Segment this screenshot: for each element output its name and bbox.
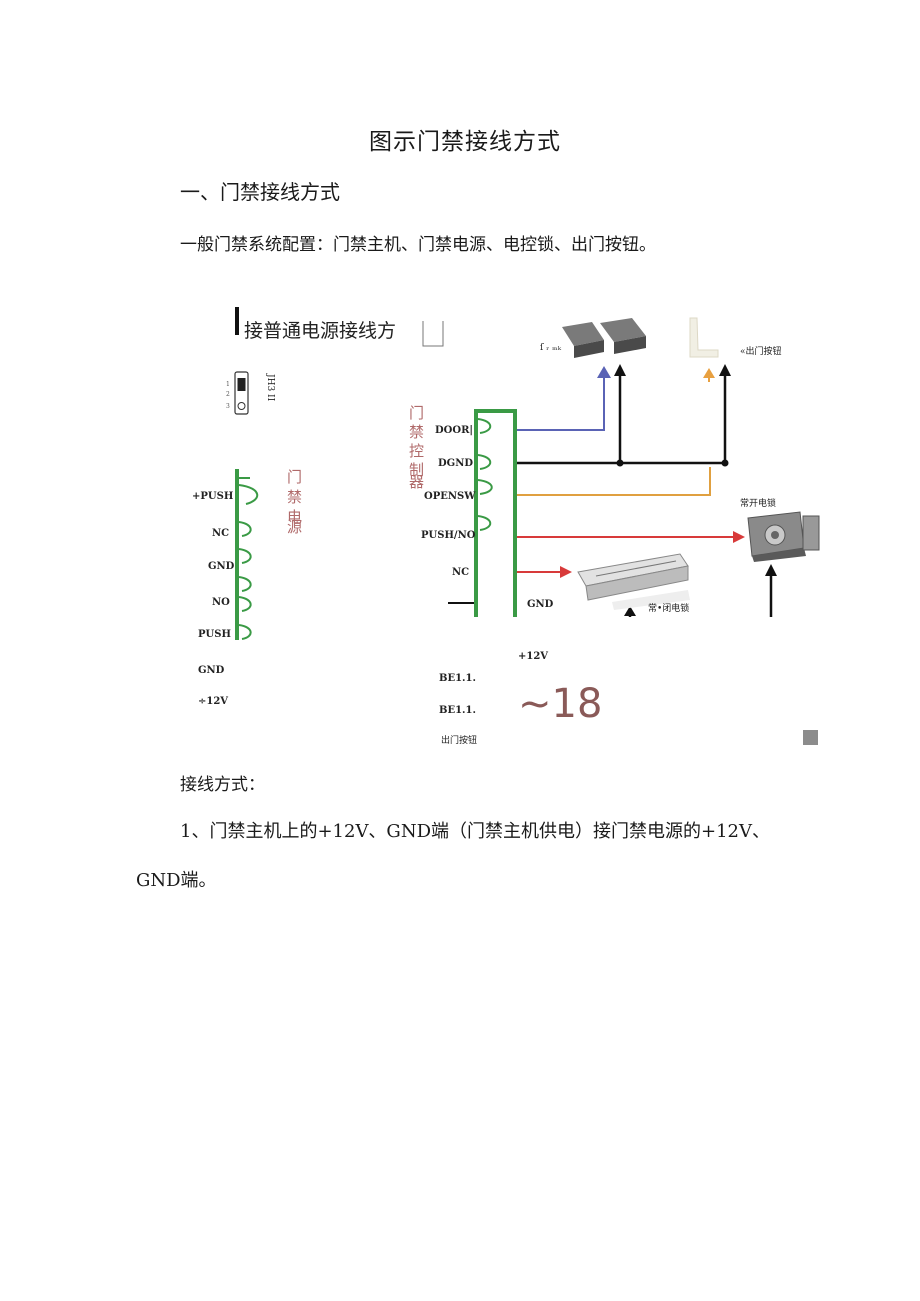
step1-line2: GND端。 — [136, 870, 217, 891]
power-supply-label: 门 禁 电 源 — [287, 468, 307, 536]
corner-square-icon — [803, 730, 818, 745]
power-terminal-bar — [235, 469, 239, 640]
power-terminal-gnd: GND — [208, 561, 235, 572]
svg-text:3: 3 — [226, 403, 230, 410]
svg-text:1: 1 — [226, 381, 230, 388]
subtitle-bar-left — [235, 307, 239, 335]
power-terminal-nc: NC — [212, 528, 229, 539]
controller-terminal-door: DOOR| — [435, 425, 473, 436]
controller-label-5: 器 — [409, 473, 424, 491]
power-terminal-hooks — [238, 484, 259, 640]
controller-terminal-nc: NC — [452, 567, 469, 578]
wiring-heading: 接线方式： — [180, 775, 265, 795]
controller-terminal-bar-left — [474, 409, 478, 617]
open-switch-wire — [517, 467, 711, 496]
label-be-1: BE1.1. — [439, 673, 476, 684]
controller-label-4: 制 — [409, 461, 424, 479]
exit-button-icon — [689, 317, 719, 358]
controller-terminal-push-no: PUSH/NO — [421, 530, 476, 541]
svg-text:2: 2 — [226, 391, 230, 398]
normally-closed-lock-label: 常•闭电锁 — [648, 602, 689, 614]
power-supply-label-4: 源 — [287, 518, 302, 536]
label-be-2: BE1.1. — [439, 705, 476, 716]
door-sensor-label: ſ ᵣ ₘₖ — [540, 343, 562, 353]
power-terminal-12v: ÷12V — [198, 696, 228, 707]
label-approx-18: ~18 — [518, 681, 602, 727]
power-terminal-push2: PUSH — [198, 629, 231, 640]
label-exit-button-bottom: 出门按钮 — [441, 734, 477, 746]
power-terminal-gnd2: GND — [198, 665, 225, 676]
power-supply-label-3: 电 — [287, 508, 302, 526]
door-sensor-wire — [517, 372, 605, 431]
exit-button-arrow — [703, 368, 715, 378]
label-12v: +12V — [518, 651, 548, 662]
power-supply-label-1: 门 — [287, 468, 302, 486]
jumper-label: JH3 II — [265, 373, 275, 402]
page-title: 图示门禁接线方式 — [369, 129, 561, 155]
controller-terminal-gnd: GND — [527, 599, 554, 610]
step1-line1: 1、门禁主机上的+12V、GND端（门禁主机供电）接门禁电源的+12V、 — [180, 821, 770, 842]
intro-paragraph: 一般门禁系统配置：门禁主机、门禁电源、电控锁、出门按钮。 — [180, 235, 656, 255]
controller-terminal-bar-right — [513, 409, 517, 617]
controller-label-2: 禁 — [409, 423, 424, 441]
normally-open-lock-label: 常开电锁 — [740, 497, 776, 509]
ground-wires — [517, 370, 727, 465]
controller-terminal-dgnd: DGND — [438, 458, 473, 469]
normally-open-lock-icon — [747, 511, 820, 562]
door-sensor-icon — [562, 318, 646, 358]
controller-label: 门 禁 控 制 器 — [409, 404, 429, 491]
normally-closed-lock-icon — [577, 553, 690, 610]
diagram-subtitle: 接普通电源接线方 — [244, 320, 396, 342]
controller-terminal-opensw: OPENSW — [424, 491, 476, 502]
subtitle-bracket-right — [422, 317, 444, 347]
power-terminal-no: NO — [212, 597, 230, 608]
exit-button-label: «出门按钮 — [740, 345, 782, 357]
controller-terminal-hooks — [477, 418, 493, 531]
jumper-icon: 1 2 3 — [226, 371, 249, 415]
lock-power-wire — [517, 536, 735, 573]
controller-label-3: 控 — [409, 442, 424, 460]
door-sensor-arrow — [597, 366, 611, 378]
section-heading: 一、门禁接线方式 — [180, 180, 340, 204]
power-supply-label-2: 禁 — [287, 488, 302, 506]
power-terminal-push: +PUSH — [192, 491, 233, 502]
controller-label-1: 门 — [409, 404, 424, 422]
